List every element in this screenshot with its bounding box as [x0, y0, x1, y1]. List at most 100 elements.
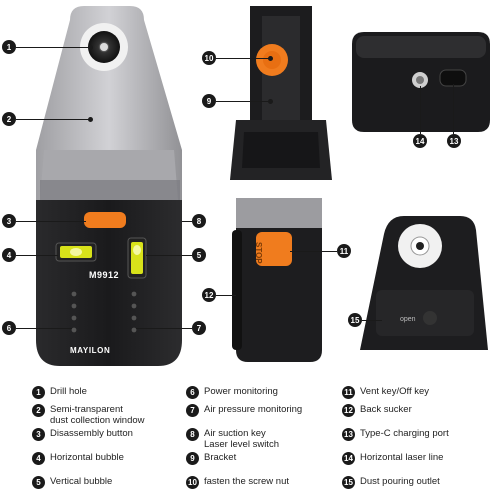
legend-label-line: Air suction key: [204, 428, 266, 439]
leader-line-12: [216, 295, 236, 296]
callout-11: 11: [337, 244, 351, 258]
legend-item-12: 12 Back sucker: [342, 404, 412, 417]
legend-number: 11: [342, 386, 355, 399]
leader-line-2: [16, 119, 90, 120]
legend-label: Back sucker: [360, 404, 412, 415]
legend-number: 1: [32, 386, 45, 399]
legend-number: 12: [342, 404, 355, 417]
legend-number: 13: [342, 428, 355, 441]
legend-label: Drill hole: [50, 386, 87, 397]
callout-10: 10: [202, 51, 216, 65]
callout-5: 5: [192, 248, 206, 262]
legend-number: 8: [186, 428, 199, 441]
stop-label: STOP: [254, 242, 263, 264]
main-device: M9912 MAYILON STOP open 1 2 3 4 5 6 7 8 …: [2, 6, 490, 366]
main-device-illustration: [36, 6, 490, 366]
leader-line-11: [290, 251, 337, 252]
legend-number: 4: [32, 452, 45, 465]
model-label: M9912: [89, 270, 120, 280]
legend-item-1: 1 Drill hole: [32, 386, 87, 399]
legend-label: Horizontal laser line: [360, 452, 443, 463]
callout-9: 9: [202, 94, 216, 108]
legend-item-9: 9 Bracket: [186, 452, 236, 465]
leader-line-6: [16, 328, 72, 329]
legend-item-5: 5 Vertical bubble: [32, 476, 112, 489]
leader-line-1: [16, 47, 90, 48]
leader-line-14: [420, 86, 421, 134]
callout-12: 12: [202, 288, 216, 302]
callout-2: 2: [2, 112, 16, 126]
legend-label-line: Laser level switch: [204, 439, 279, 450]
leader-dot-2: [88, 117, 93, 122]
callout-7: 7: [192, 321, 206, 335]
leader-line-9: [216, 101, 270, 102]
legend-label-line: Vertical bubble: [50, 476, 113, 487]
legend-label-line: dust collection window: [50, 415, 145, 426]
legend-item-10: 10 fasten the screw nut: [186, 476, 289, 489]
callout-15: 15: [348, 313, 362, 327]
legend-label: Vent key/Off key: [360, 386, 429, 397]
legend-label-line: Type-C charging port: [360, 428, 449, 439]
legend-number: 6: [186, 386, 199, 399]
legend-label-line: Power monitoring: [204, 386, 278, 397]
legend-item-7: 7 Air pressure monitoring: [186, 404, 302, 417]
legend-label-line: Vent key/Off key: [360, 386, 430, 397]
brand-label: MAYILON: [70, 346, 111, 355]
legend-label: Power monitoring: [204, 386, 278, 397]
legend-label: fasten the screw nut: [204, 476, 289, 487]
legend-item-3: 3 Disassembly button: [32, 428, 133, 441]
leader-line-10: [216, 58, 270, 59]
legend-item-4: 4 Horizontal bubble: [32, 452, 124, 465]
legend-item-15: 15 Dust pouring outlet: [342, 476, 440, 489]
legend-label-line: Disassembly button: [50, 428, 133, 439]
legend-item-13: 13 Type-C charging port: [342, 428, 449, 441]
legend-label-line: Dust pouring outlet: [360, 476, 440, 487]
legend-label-line: Semi-transparent: [50, 404, 123, 415]
legend-label: Air pressure monitoring: [204, 404, 302, 415]
legend-label: Type-C charging port: [360, 428, 449, 439]
legend-number: 7: [186, 404, 199, 417]
legend-number: 2: [32, 404, 45, 417]
callout-6: 6: [2, 321, 16, 335]
leader-line-13: [453, 84, 454, 134]
legend-label-line: Back sucker: [360, 404, 412, 415]
legend-label-line: fasten the screw nut: [204, 476, 290, 487]
callout-1: 1: [2, 40, 16, 54]
callout-13: 13: [447, 134, 461, 148]
legend-label: Disassembly button: [50, 428, 133, 439]
leader-dot-10: [268, 56, 273, 61]
leader-dot-9: [268, 99, 273, 104]
callout-4: 4: [2, 248, 16, 262]
legend-item-14: 14 Horizontal laser line: [342, 452, 443, 465]
legend-number: 14: [342, 452, 355, 465]
open-label: open: [400, 316, 416, 323]
leader-line-3: [16, 221, 86, 222]
legend-number: 10: [186, 476, 199, 489]
legend-label: Horizontal bubble: [50, 452, 124, 463]
legend-label: Dust pouring outlet: [360, 476, 440, 487]
legend-number: 3: [32, 428, 45, 441]
legend-label: Bracket: [204, 452, 236, 463]
leader-line-8: [182, 221, 192, 222]
legend-label-line: Bracket: [204, 452, 237, 463]
legend-label-line: Horizontal bubble: [50, 452, 124, 463]
legend-label-line: Air pressure monitoring: [204, 404, 303, 415]
leader-line-5: [146, 255, 192, 256]
leader-dot-1: [88, 45, 93, 50]
legend-label-line: Horizontal laser line: [360, 452, 444, 463]
legend-number: 15: [342, 476, 355, 489]
legend-number: 9: [186, 452, 199, 465]
legend-label-line: Drill hole: [50, 386, 87, 397]
callout-8: 8: [192, 214, 206, 228]
legend-item-11: 11 Vent key/Off key: [342, 386, 429, 399]
legend-number: 5: [32, 476, 45, 489]
callout-14: 14: [413, 134, 427, 148]
leader-line-4: [16, 255, 58, 256]
leader-line-7: [136, 328, 192, 329]
legend-label: Vertical bubble: [50, 476, 112, 487]
